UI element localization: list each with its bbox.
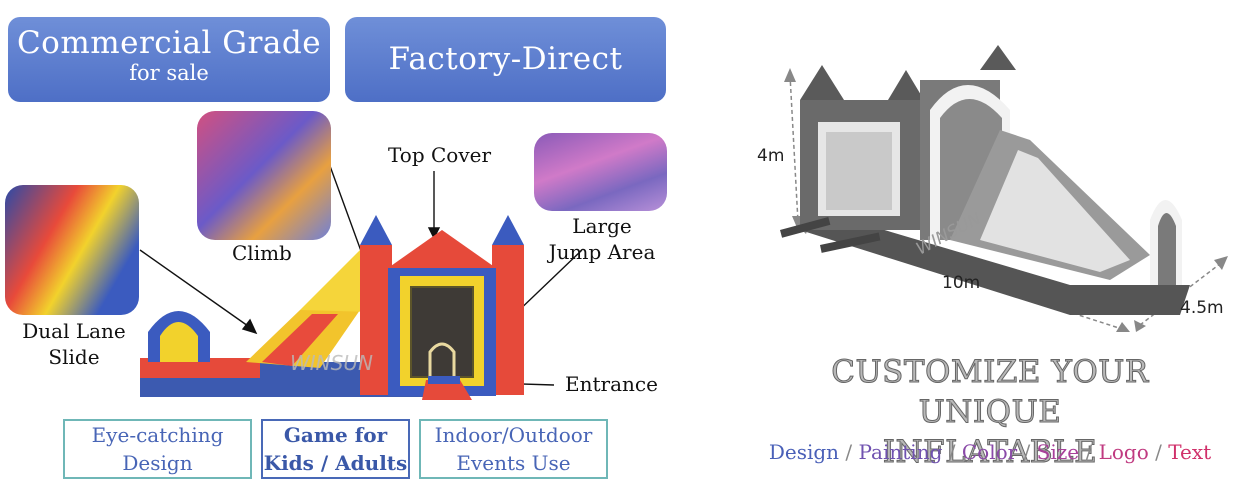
feature-line: Events Use <box>456 451 571 475</box>
heading-line: CUSTOMIZE YOUR UNIQUE <box>831 354 1149 431</box>
dual-lane-slide-photo <box>5 185 139 315</box>
option-design: Design <box>768 440 840 464</box>
entrance-label: Entrance <box>565 372 658 396</box>
badge-title: Factory-Direct <box>388 41 623 77</box>
option-size: Size <box>1036 440 1080 464</box>
factory-direct-badge: Factory-Direct <box>345 17 666 102</box>
feature-line: Eye-catching <box>91 423 224 447</box>
option-separator: / <box>1079 440 1099 464</box>
commercial-grade-badge: Commercial Grade for sale <box>8 17 330 102</box>
climb-photo <box>197 111 331 240</box>
badge-subtitle: for sale <box>129 61 209 85</box>
feature-line: Design <box>122 451 193 475</box>
heading-line: INFLATABLE <box>882 434 1098 471</box>
feature-line: Kids / Adults <box>263 451 408 475</box>
label-line: Large <box>572 214 632 238</box>
watermark: WINSUN <box>290 351 373 375</box>
dual-lane-slide-label: Dual Lane Slide <box>20 318 128 370</box>
feature-indoor-outdoor: Indoor/Outdoor Events Use <box>419 419 608 479</box>
feature-eye-catching: Eye-catching Design <box>63 419 252 479</box>
label-line: Dual Lane <box>22 319 126 343</box>
option-separator: / <box>1148 440 1169 464</box>
customize-heading: CUSTOMIZE YOUR UNIQUE INFLATABLE <box>760 352 1220 472</box>
bounce-house-illustration: WINSUN <box>139 165 583 400</box>
jump-area-photo <box>534 133 667 211</box>
length-dimension: 10m <box>942 273 981 293</box>
option-color: Color <box>961 440 1018 464</box>
label-line: Slide <box>48 345 100 369</box>
label-line: Jump Area <box>548 240 656 264</box>
option-separator: / <box>1017 440 1037 464</box>
customization-options: Design / Painting / Color / Size / Logo … <box>760 440 1220 464</box>
feature-line: Indoor/Outdoor <box>434 423 593 447</box>
height-dimension: 4m <box>757 146 785 166</box>
top-cover-label: Top Cover <box>388 143 492 167</box>
option-separator: / <box>839 440 859 464</box>
climb-label: Climb <box>232 241 292 265</box>
badge-title: Commercial Grade <box>16 25 322 61</box>
feature-game-for-all: Game for Kids / Adults <box>261 419 410 479</box>
option-painting: Painting <box>858 440 943 464</box>
option-text: Text <box>1168 440 1212 464</box>
width-dimension: 4.5m <box>1180 298 1224 318</box>
option-logo: Logo <box>1098 440 1149 464</box>
feature-line: Game for <box>283 423 388 447</box>
option-separator: / <box>942 440 962 464</box>
grayscale-model-illustration: WINSUN <box>779 45 1228 332</box>
large-jump-area-label: Large Jump Area <box>544 213 660 265</box>
